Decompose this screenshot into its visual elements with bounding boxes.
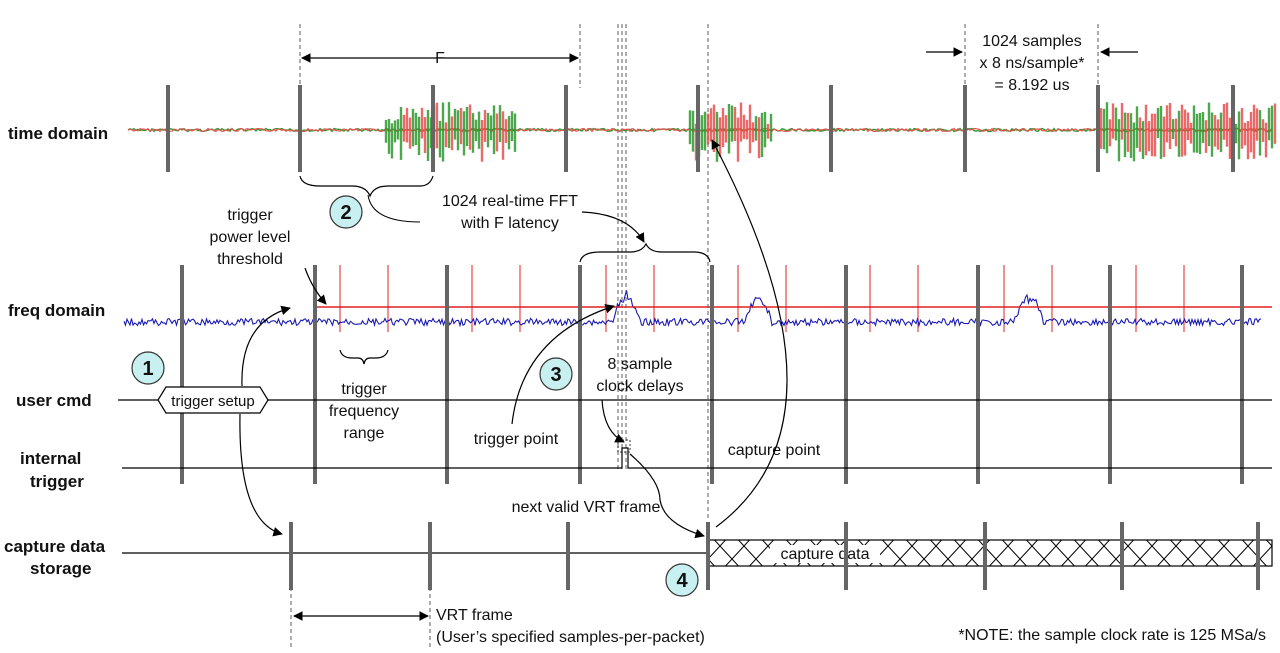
row-label-internal: internal xyxy=(20,449,81,468)
step-2-number: 2 xyxy=(340,202,351,224)
sample-rate-note: *NOTE: the sample clock rate is 125 MSa/… xyxy=(958,627,1266,644)
samples-label-1: 1024 samples xyxy=(982,33,1082,50)
threshold-arrow xyxy=(304,267,327,305)
vrt-frame-label-2: (User’s specified samples-per-packet) xyxy=(436,629,705,646)
time-domain-burst xyxy=(688,102,773,162)
freq-domain-trace xyxy=(123,290,1262,328)
step-3-circle xyxy=(539,357,573,391)
time-domain-burst xyxy=(384,102,517,162)
row-label-storage: storage xyxy=(30,559,91,578)
freq-range-brace xyxy=(339,349,389,365)
clock-delay-label-1: 8 sample xyxy=(608,356,673,373)
row-label-capture-data: capture data xyxy=(4,537,106,556)
next-vrt-label: next valid VRT frame xyxy=(512,499,661,516)
capture-point-arrow xyxy=(711,139,788,528)
step-2-circle xyxy=(329,195,363,229)
trigger-setup-box xyxy=(157,386,269,414)
threshold-label-3: threshold xyxy=(217,251,283,268)
trigger-setup-label: trigger setup xyxy=(171,393,254,410)
time-domain-markers xyxy=(166,85,1235,172)
clock-delay-arrow xyxy=(601,399,625,443)
time-domain-burst xyxy=(1096,102,1277,162)
fft-label-1: 1024 real-time FFT xyxy=(442,193,578,210)
fft-label-2: with F latency xyxy=(460,215,559,232)
step-3-number: 3 xyxy=(550,364,561,386)
setup-to-storage-arrow xyxy=(239,413,283,537)
f-span-label: F xyxy=(435,50,445,67)
row-label-freq-domain: freq domain xyxy=(8,301,105,320)
freq-domain-markers xyxy=(180,265,1244,484)
vrt-frame-label-1: VRT frame xyxy=(436,607,513,624)
trigger-point-label: trigger point xyxy=(474,431,559,448)
internal-trigger-signal xyxy=(122,447,1272,469)
step-1-number: 1 xyxy=(142,358,153,380)
dashed-guides xyxy=(290,24,1099,648)
row-label-user-cmd: user cmd xyxy=(16,391,92,410)
threshold-label-1: trigger xyxy=(227,207,273,224)
clock-delay-label-2: clock delays xyxy=(596,378,683,395)
capture-data-label-bg xyxy=(770,545,880,563)
latency-brace xyxy=(579,242,711,263)
freq-range-label-1: trigger xyxy=(341,381,387,398)
samples-label-3: = 8.192 us xyxy=(994,77,1069,94)
fft-window-brace xyxy=(299,175,434,198)
step-1-circle xyxy=(131,351,165,385)
trigger-point-arrow xyxy=(511,304,615,425)
threshold-label-2: power level xyxy=(210,229,291,246)
row-label-trigger: trigger xyxy=(30,472,84,491)
setup-to-threshold-arrow xyxy=(241,305,291,387)
freq-range-label-3: range xyxy=(344,425,385,442)
freq-range-label-2: frequency xyxy=(329,403,399,420)
step-4-circle xyxy=(665,563,699,597)
samples-label-2: x 8 ns/sample* xyxy=(980,55,1085,72)
capture-data-label: capture data xyxy=(781,546,870,563)
storage-markers xyxy=(289,522,1260,590)
fft-arrow xyxy=(581,211,645,243)
row-label-time-domain: time domain xyxy=(8,124,108,143)
next-vrt-arrow xyxy=(629,453,705,539)
fft-brace-connector xyxy=(367,194,421,223)
step-4-number: 4 xyxy=(676,570,688,592)
